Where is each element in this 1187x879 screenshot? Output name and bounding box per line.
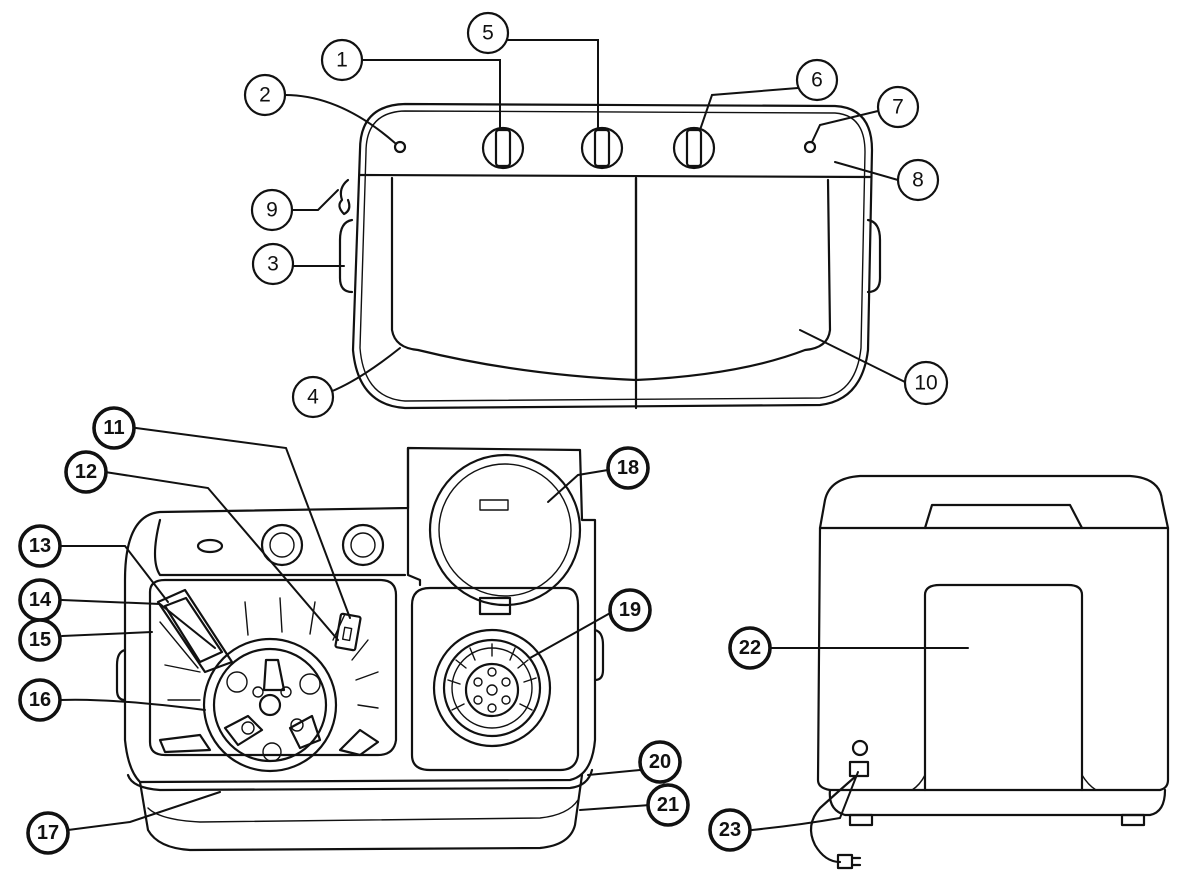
callout-6: 6 — [795, 58, 839, 102]
lint-filter — [334, 612, 362, 652]
callout-22: 22 — [728, 626, 772, 670]
callout-3: 3 — [251, 242, 295, 286]
knob-6 — [672, 126, 716, 170]
open-view-control-strip — [153, 518, 407, 577]
callout-15: 15 — [18, 618, 62, 662]
open-view-knob-b — [341, 523, 385, 567]
svg-text:11: 11 — [103, 417, 124, 439]
top-view-outer-body-inner-edge — [359, 110, 866, 402]
svg-text:12: 12 — [75, 461, 97, 483]
svg-text:2: 2 — [259, 84, 271, 107]
svg-text:22: 22 — [739, 637, 761, 659]
svg-text:1: 1 — [336, 49, 348, 72]
open-view-base-top — [126, 768, 594, 792]
open-view-base — [138, 773, 584, 852]
indicator-light-right — [803, 140, 817, 154]
svg-text:15: 15 — [29, 629, 51, 651]
callout-4: 4 — [291, 375, 335, 419]
callout-18: 18 — [606, 446, 650, 490]
open-view-knob-a — [260, 523, 304, 567]
spin-lid-open — [428, 453, 582, 607]
svg-text:8: 8 — [912, 169, 924, 192]
spin-lid-open-frame — [406, 446, 422, 587]
spin-basket — [432, 628, 552, 748]
callouts: 1 2 3 4 5 6 7 8 9 10 11 12 13 14 15 16 1… — [18, 11, 949, 855]
callout-16: 16 — [18, 678, 62, 722]
spin-tub-compartment — [410, 586, 580, 772]
callout-10: 10 — [903, 360, 949, 406]
open-view-back-panel — [123, 446, 597, 784]
open-view-indicator — [196, 538, 224, 554]
knob-5 — [580, 126, 624, 170]
rear-view-machine — [809, 474, 1170, 870]
power-socket — [851, 739, 869, 757]
svg-text:3: 3 — [267, 253, 279, 276]
svg-text:14: 14 — [29, 589, 52, 611]
svg-text:19: 19 — [619, 599, 641, 621]
callout-14: 14 — [18, 578, 62, 622]
svg-text:9: 9 — [266, 199, 278, 222]
rear-view-top-lid — [818, 474, 1170, 530]
top-view-outer-body — [351, 102, 874, 410]
callout-9: 9 — [250, 188, 294, 232]
lint-filter-holder — [156, 588, 234, 674]
callout-5: 5 — [466, 11, 510, 55]
svg-text:20: 20 — [649, 751, 671, 773]
svg-text:17: 17 — [37, 822, 59, 844]
svg-text:23: 23 — [719, 819, 741, 841]
indicator-light-left — [393, 140, 407, 154]
callout-20: 20 — [638, 740, 682, 784]
svg-text:7: 7 — [892, 96, 904, 119]
rear-view-body — [816, 526, 1170, 792]
rear-view-base — [828, 788, 1167, 817]
svg-text:13: 13 — [29, 535, 51, 557]
svg-text:4: 4 — [307, 386, 319, 409]
left-side-handle — [338, 218, 354, 294]
wash-lid — [390, 176, 638, 382]
callout-23: 23 — [708, 808, 752, 852]
callout-19: 19 — [608, 588, 652, 632]
svg-text:6: 6 — [811, 69, 823, 92]
pulsator — [202, 637, 338, 773]
svg-text:5: 5 — [482, 22, 494, 45]
callout-2: 2 — [243, 73, 287, 117]
power-plug — [836, 853, 862, 870]
knob-1 — [481, 126, 525, 170]
spin-lid — [634, 178, 832, 382]
right-side-handle — [866, 218, 882, 294]
callout-17: 17 — [26, 811, 70, 855]
open-view-machine — [115, 446, 605, 852]
callout-1: 1 — [320, 38, 364, 82]
rear-view-back-panel — [923, 583, 1084, 792]
power-cord-outlet — [848, 760, 870, 778]
svg-text:10: 10 — [914, 372, 937, 395]
callout-7: 7 — [876, 85, 920, 129]
svg-text:16: 16 — [29, 689, 51, 711]
svg-text:18: 18 — [617, 457, 639, 479]
top-view-machine — [338, 102, 882, 410]
callout-12: 12 — [64, 450, 108, 494]
wash-tub-opening — [148, 578, 398, 757]
callout-21: 21 — [646, 783, 690, 827]
callout-13: 13 — [18, 524, 62, 568]
callout-8: 8 — [896, 158, 940, 202]
control-panel-divider — [358, 173, 872, 179]
svg-text:21: 21 — [657, 794, 679, 816]
power-cord — [809, 774, 858, 864]
leader-lines — [59, 39, 969, 831]
side-hook — [338, 178, 351, 216]
callout-11: 11 — [92, 406, 136, 450]
